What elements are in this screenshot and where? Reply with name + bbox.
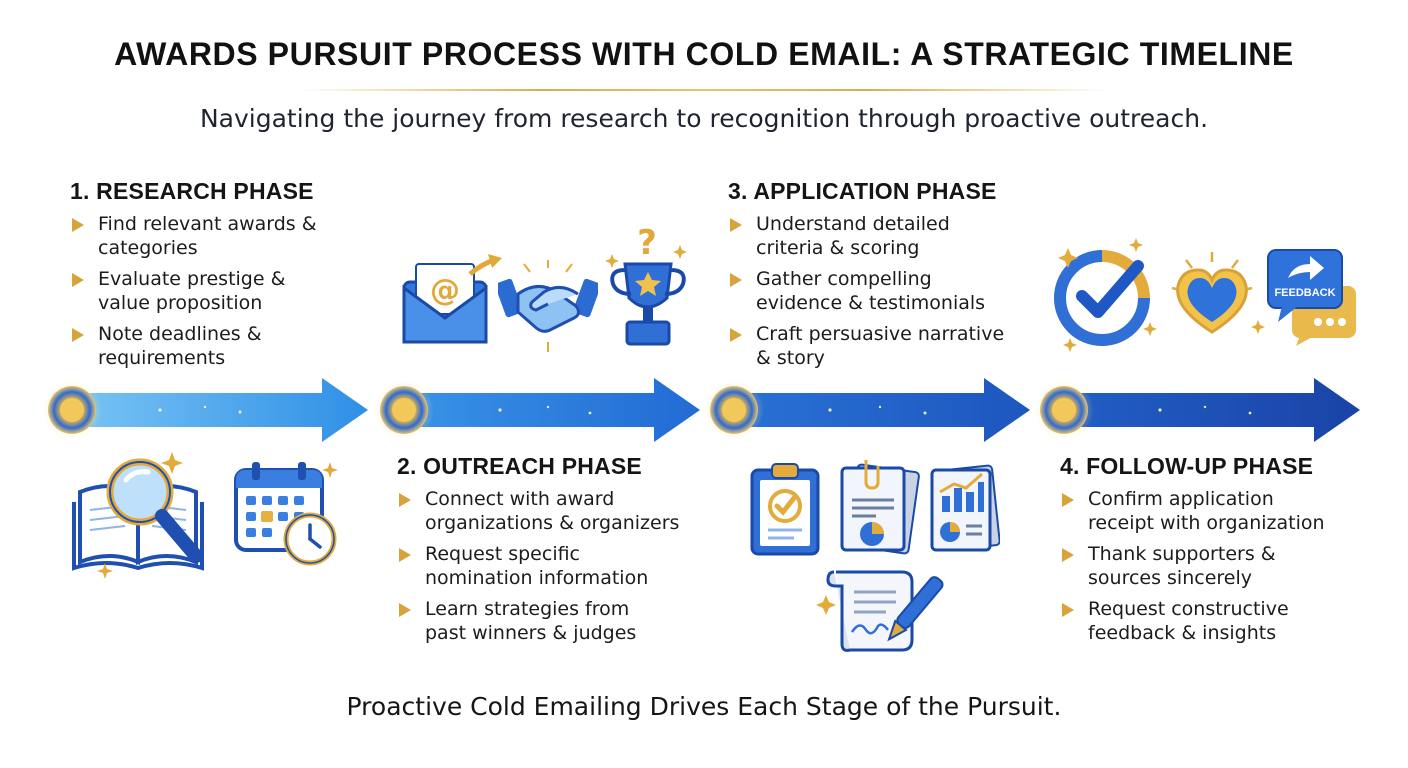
phase-application: 3. APPLICATION PHASE Understand detailed… — [728, 178, 1048, 378]
phase-bullet: Request constructive feedback & insights — [1060, 598, 1380, 645]
checkmark-circle-icon — [1054, 250, 1150, 346]
feedback-label: FEEDBACK — [1274, 287, 1335, 299]
timeline-arrow-3 — [722, 378, 1030, 442]
timeline — [42, 378, 1360, 442]
phase-bullet: Request specific nomination information — [397, 543, 717, 590]
phase-follow-up: 4. FOLLOW-UP PHASE Confirm application r… — [1060, 453, 1380, 653]
trophy-question-icon: ? — [610, 223, 686, 346]
bullet-arrow-icon — [72, 273, 84, 287]
handshake-icon — [498, 260, 598, 352]
phase-title: 3. APPLICATION PHASE — [728, 178, 997, 204]
clipboard-check-icon — [750, 463, 820, 556]
bullet-arrow-icon — [730, 218, 742, 232]
phase-title: 1. RESEARCH PHASE — [70, 178, 314, 204]
bullet-arrow-icon — [1062, 548, 1074, 562]
timeline-node-2 — [374, 380, 434, 440]
phase-bullet: Connect with award organizations & organ… — [397, 488, 717, 535]
report-chart-icon — [930, 464, 1000, 552]
page-subtitle: Navigating the journey from research to … — [199, 104, 1209, 133]
bullet-arrow-icon — [399, 603, 411, 617]
phase-bullet: Craft persuasive narrative & story — [728, 323, 1048, 370]
document-pie-icon — [840, 460, 920, 555]
timeline-arrow-2 — [392, 378, 700, 442]
timeline-node-3 — [704, 380, 764, 440]
bullet-arrow-icon — [1062, 603, 1074, 617]
svg-text:@: @ — [430, 273, 460, 308]
svg-text:?: ? — [637, 223, 657, 263]
timeline-arrow-4 — [1052, 378, 1360, 442]
timeline-node-1 — [42, 380, 102, 440]
bullet-arrow-icon — [72, 218, 84, 232]
email-envelope-icon: @ — [402, 254, 502, 344]
bullet-arrow-icon — [72, 328, 84, 342]
bullet-arrow-icon — [1062, 493, 1074, 507]
phase-outreach: 2. OUTREACH PHASE Connect with award org… — [397, 453, 717, 653]
timeline-arrow-1 — [60, 378, 368, 442]
bullet-arrow-icon — [730, 273, 742, 287]
phase-bullet: Note deadlines & requirements — [70, 323, 370, 370]
bullet-arrow-icon — [399, 548, 411, 562]
footer-tagline: Proactive Cold Emailing Drives Each Stag… — [346, 692, 1062, 721]
feedback-chat-icon: FEEDBACK — [1267, 249, 1356, 346]
clock-icon — [283, 512, 337, 566]
magnifying-glass-icon — [106, 458, 203, 563]
phase-bullet: Learn strategies from past winners & jud… — [397, 598, 717, 645]
phase-bullet: Confirm application receipt with organiz… — [1060, 488, 1380, 535]
title-divider — [300, 89, 1108, 91]
bullet-arrow-icon — [730, 328, 742, 342]
bullet-arrow-icon — [399, 493, 411, 507]
phase-research: 1. RESEARCH PHASE Find relevant awards &… — [70, 178, 370, 378]
phase-bullet: Understand detailed criteria & scoring — [728, 213, 1048, 260]
signed-document-pen-icon — [826, 570, 944, 652]
page-title: AWARDS PURSUIT PROCESS WITH COLD EMAIL: … — [114, 36, 1294, 72]
phase-bullet: Thank supporters & sources sincerely — [1060, 543, 1380, 590]
phase-bullet: Evaluate prestige & value proposition — [70, 268, 370, 315]
heart-icon — [1171, 252, 1253, 334]
phase-title: 2. OUTREACH PHASE — [397, 453, 642, 479]
phase-bullet: Gather compelling evidence & testimonial… — [728, 268, 1048, 315]
phase-title: 4. FOLLOW-UP PHASE — [1060, 453, 1314, 479]
timeline-node-4 — [1034, 380, 1094, 440]
phase-bullet: Find relevant awards & categories — [70, 213, 370, 260]
